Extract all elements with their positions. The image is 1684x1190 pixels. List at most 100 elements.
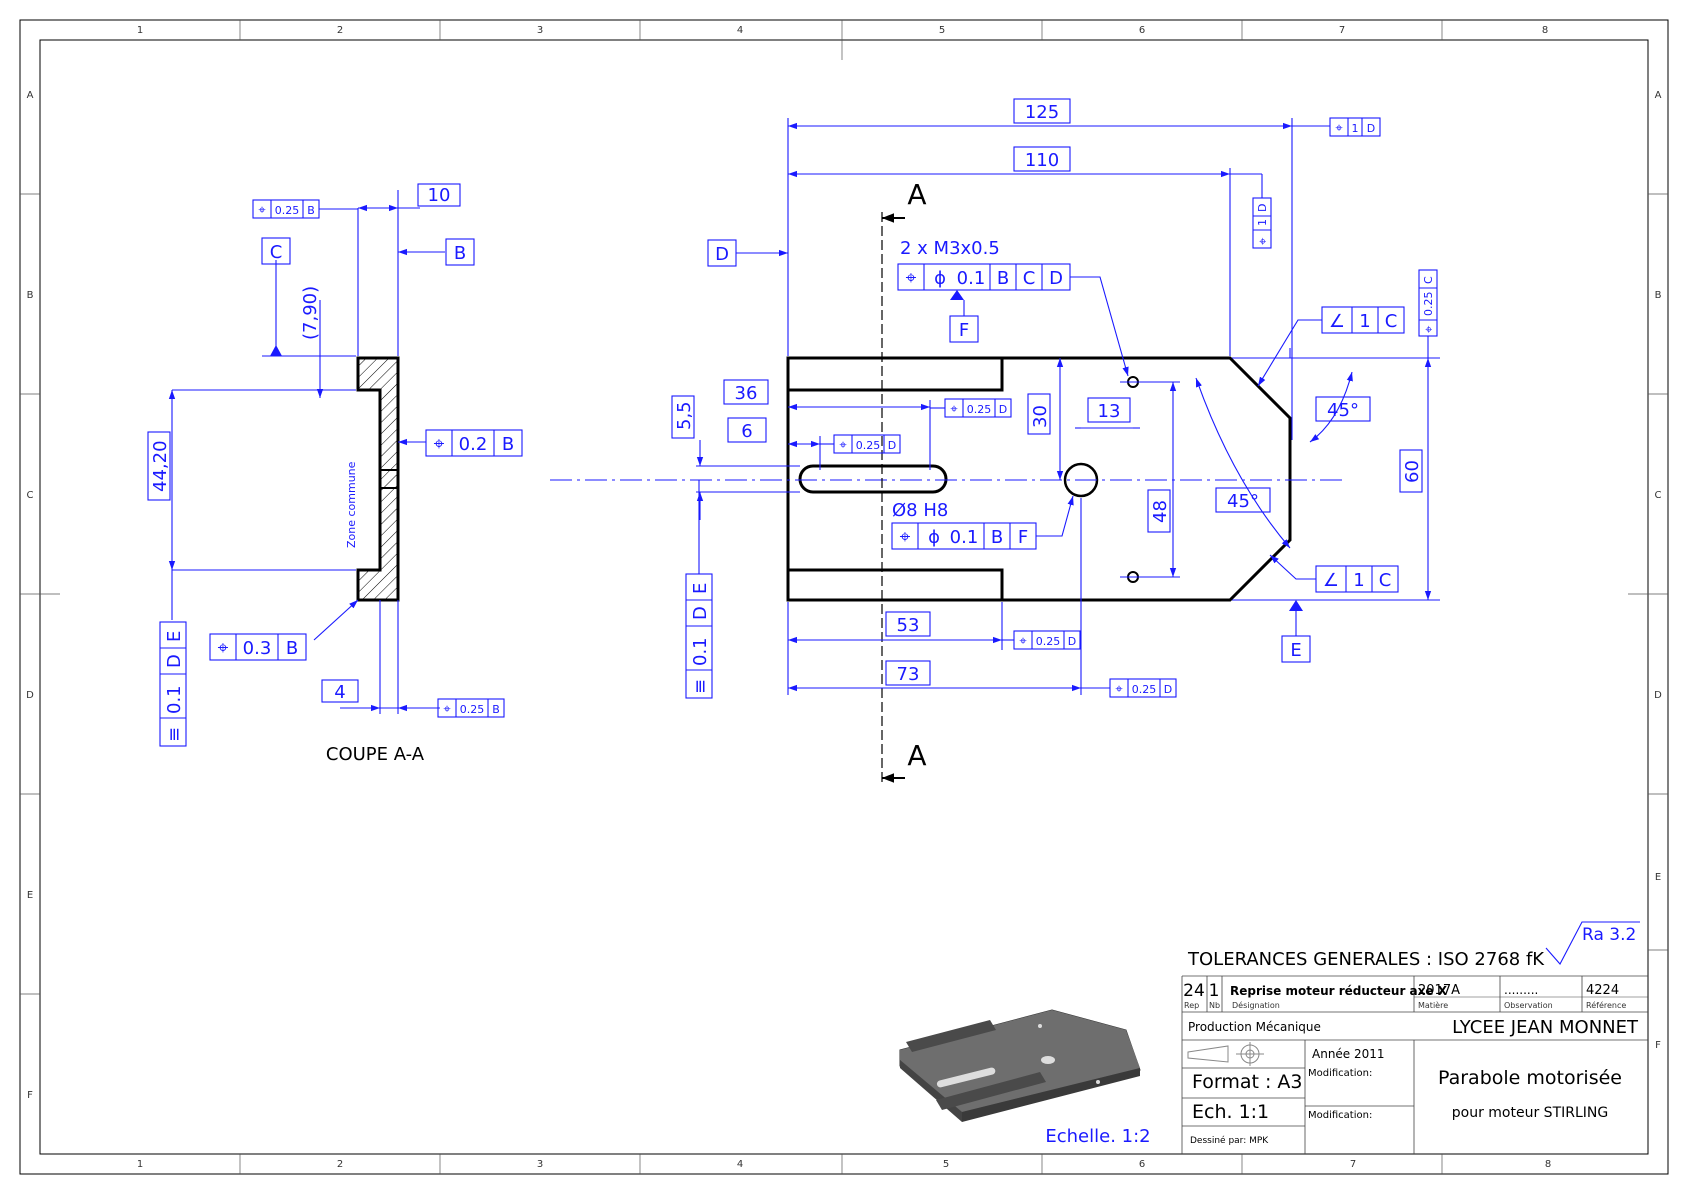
svg-text:0.25: 0.25: [967, 403, 992, 416]
row-label: F: [1655, 1040, 1661, 1051]
row-label: A: [1655, 90, 1662, 101]
dim-13: 13: [1098, 401, 1121, 422]
row-label: D: [1654, 690, 1662, 701]
main-view: A A 125 110 D 2 x M3x0.5: [550, 98, 1440, 785]
svg-text:D: D: [1256, 204, 1269, 212]
svg-text:ϕ: ϕ: [934, 268, 946, 289]
section-title: COUPE A-A: [326, 744, 425, 765]
svg-text:0.2: 0.2: [459, 434, 488, 455]
svg-text:⌖: ⌖: [950, 402, 958, 417]
svg-text:C: C: [1422, 276, 1435, 284]
projection-symbol-icon: [1187, 1042, 1264, 1066]
dim-53: 53: [897, 615, 920, 636]
svg-text:0.1: 0.1: [950, 527, 979, 548]
fcf-symmetry-section: E D 0.1 ≡: [159, 621, 187, 747]
svg-text:0.25: 0.25: [275, 204, 300, 217]
svg-text:0.1: 0.1: [957, 268, 986, 289]
svg-text:B: B: [502, 434, 514, 455]
dim-5-5: 5,5: [674, 401, 695, 430]
iso-scale-label: Echelle. 1:2: [1045, 1126, 1150, 1147]
svg-text:⌖: ⌖: [1422, 325, 1437, 333]
thread-note: 2 x M3x0.5: [900, 238, 1000, 259]
tb-ech: Ech. 1:1: [1192, 1101, 1269, 1123]
svg-text:1: 1: [1353, 570, 1364, 591]
tb-lbl-designation: Désignation: [1232, 1000, 1280, 1010]
tb-lbl-rep: Rep: [1184, 1001, 1199, 1010]
datum-b: B: [454, 243, 466, 264]
svg-text:D: D: [1068, 635, 1076, 648]
tb-subtitle: pour moteur STIRLING: [1452, 1105, 1608, 1121]
column-label: 4: [737, 25, 743, 36]
row-label: C: [1655, 490, 1662, 501]
section-profile: [356, 356, 400, 602]
svg-text:D: D: [1164, 683, 1172, 696]
hole-note: Ø8 H8: [892, 500, 948, 521]
fcf-position-0-2-b: ⌖ 0.2 B: [425, 429, 523, 457]
tb-lbl-nb: Nb: [1209, 1001, 1220, 1010]
svg-text:D: D: [888, 439, 896, 452]
tb-reference: 4224: [1586, 983, 1619, 998]
title-block: TOLERANCES GENERALES : ISO 2768 fK Ra 3.…: [1181, 921, 1648, 1154]
svg-text:0.25: 0.25: [1422, 292, 1435, 317]
fcf-position-36: ⌖ 0.25 D: [930, 398, 1012, 418]
tb-school: LYCEE JEAN MONNET: [1452, 1017, 1639, 1038]
svg-text:∠: ∠: [1329, 311, 1345, 332]
svg-text:B: B: [307, 204, 315, 217]
row-label: A: [27, 90, 34, 101]
svg-text:D: D: [164, 654, 185, 668]
section-mark-bottom: A: [907, 739, 926, 772]
svg-text:E: E: [690, 583, 711, 594]
datum-f: F: [959, 320, 969, 341]
svg-text:1: 1: [1352, 122, 1359, 135]
row-label: E: [27, 890, 33, 901]
tb-lbl-matiere: Matière: [1418, 1000, 1448, 1010]
column-label: 7: [1339, 25, 1345, 36]
column-label: 8: [1545, 1159, 1551, 1170]
column-label: 6: [1139, 25, 1145, 36]
svg-text:ϕ: ϕ: [928, 527, 940, 548]
row-label: F: [27, 1090, 33, 1101]
roughness: Ra 3.2: [1582, 925, 1636, 945]
tb-lbl-reference: Référence: [1586, 1000, 1626, 1010]
row-label: B: [27, 290, 34, 301]
svg-text:D: D: [1367, 122, 1375, 135]
svg-text:1: 1: [1256, 219, 1269, 226]
column-label: 2: [337, 25, 343, 36]
svg-text:C: C: [1023, 268, 1036, 289]
row-label: B: [1655, 290, 1662, 301]
svg-text:0.25: 0.25: [856, 439, 881, 452]
column-label: 1: [137, 1159, 143, 1170]
dim-44-20: 44,20: [150, 440, 171, 492]
column-label: 8: [1542, 25, 1548, 36]
tb-dept: Production Mécanique: [1188, 1020, 1321, 1034]
svg-text:⌖: ⌖: [839, 438, 847, 453]
svg-text:1: 1: [1359, 311, 1370, 332]
dim-73: 73: [897, 664, 920, 685]
tb-rep: 24: [1183, 981, 1205, 1001]
fcf-position-6: ⌖ 0.25 D: [820, 434, 901, 454]
svg-text:F: F: [1018, 527, 1028, 548]
column-label: 2: [337, 1159, 343, 1170]
fcf-position-110: D 1 ⌖: [1252, 197, 1272, 249]
fcf-position-0-3-b: ⌖ 0.3 B: [209, 633, 307, 661]
slot: [798, 464, 948, 494]
svg-text:B: B: [286, 638, 298, 659]
dim-30: 30: [1030, 405, 1051, 428]
angle-45-upper: 45°: [1327, 400, 1359, 421]
fcf-position-0-25-b-bottom: ⌖ 0.25 B: [437, 698, 505, 718]
fcf-position-125: ⌖ 1 D: [1329, 117, 1381, 137]
row-label: C: [27, 490, 34, 501]
column-label: 7: [1350, 1159, 1356, 1170]
svg-text:0.25: 0.25: [460, 703, 485, 716]
fcf-thread-position: ⌖ ϕ 0.1 B C D: [897, 263, 1129, 377]
svg-text:⌖: ⌖: [443, 702, 451, 717]
general-tolerances: TOLERANCES GENERALES : ISO 2768 fK: [1187, 949, 1545, 970]
svg-text:E: E: [164, 631, 185, 642]
datum-e: E: [1290, 640, 1301, 661]
svg-text:⌖: ⌖: [1115, 682, 1123, 697]
fcf-angularity-lower: ∠ 1 C: [1269, 554, 1399, 593]
dim-4: 4: [334, 682, 345, 703]
svg-text:⌖: ⌖: [218, 637, 229, 659]
zone-label: Zone commune: [345, 461, 358, 548]
